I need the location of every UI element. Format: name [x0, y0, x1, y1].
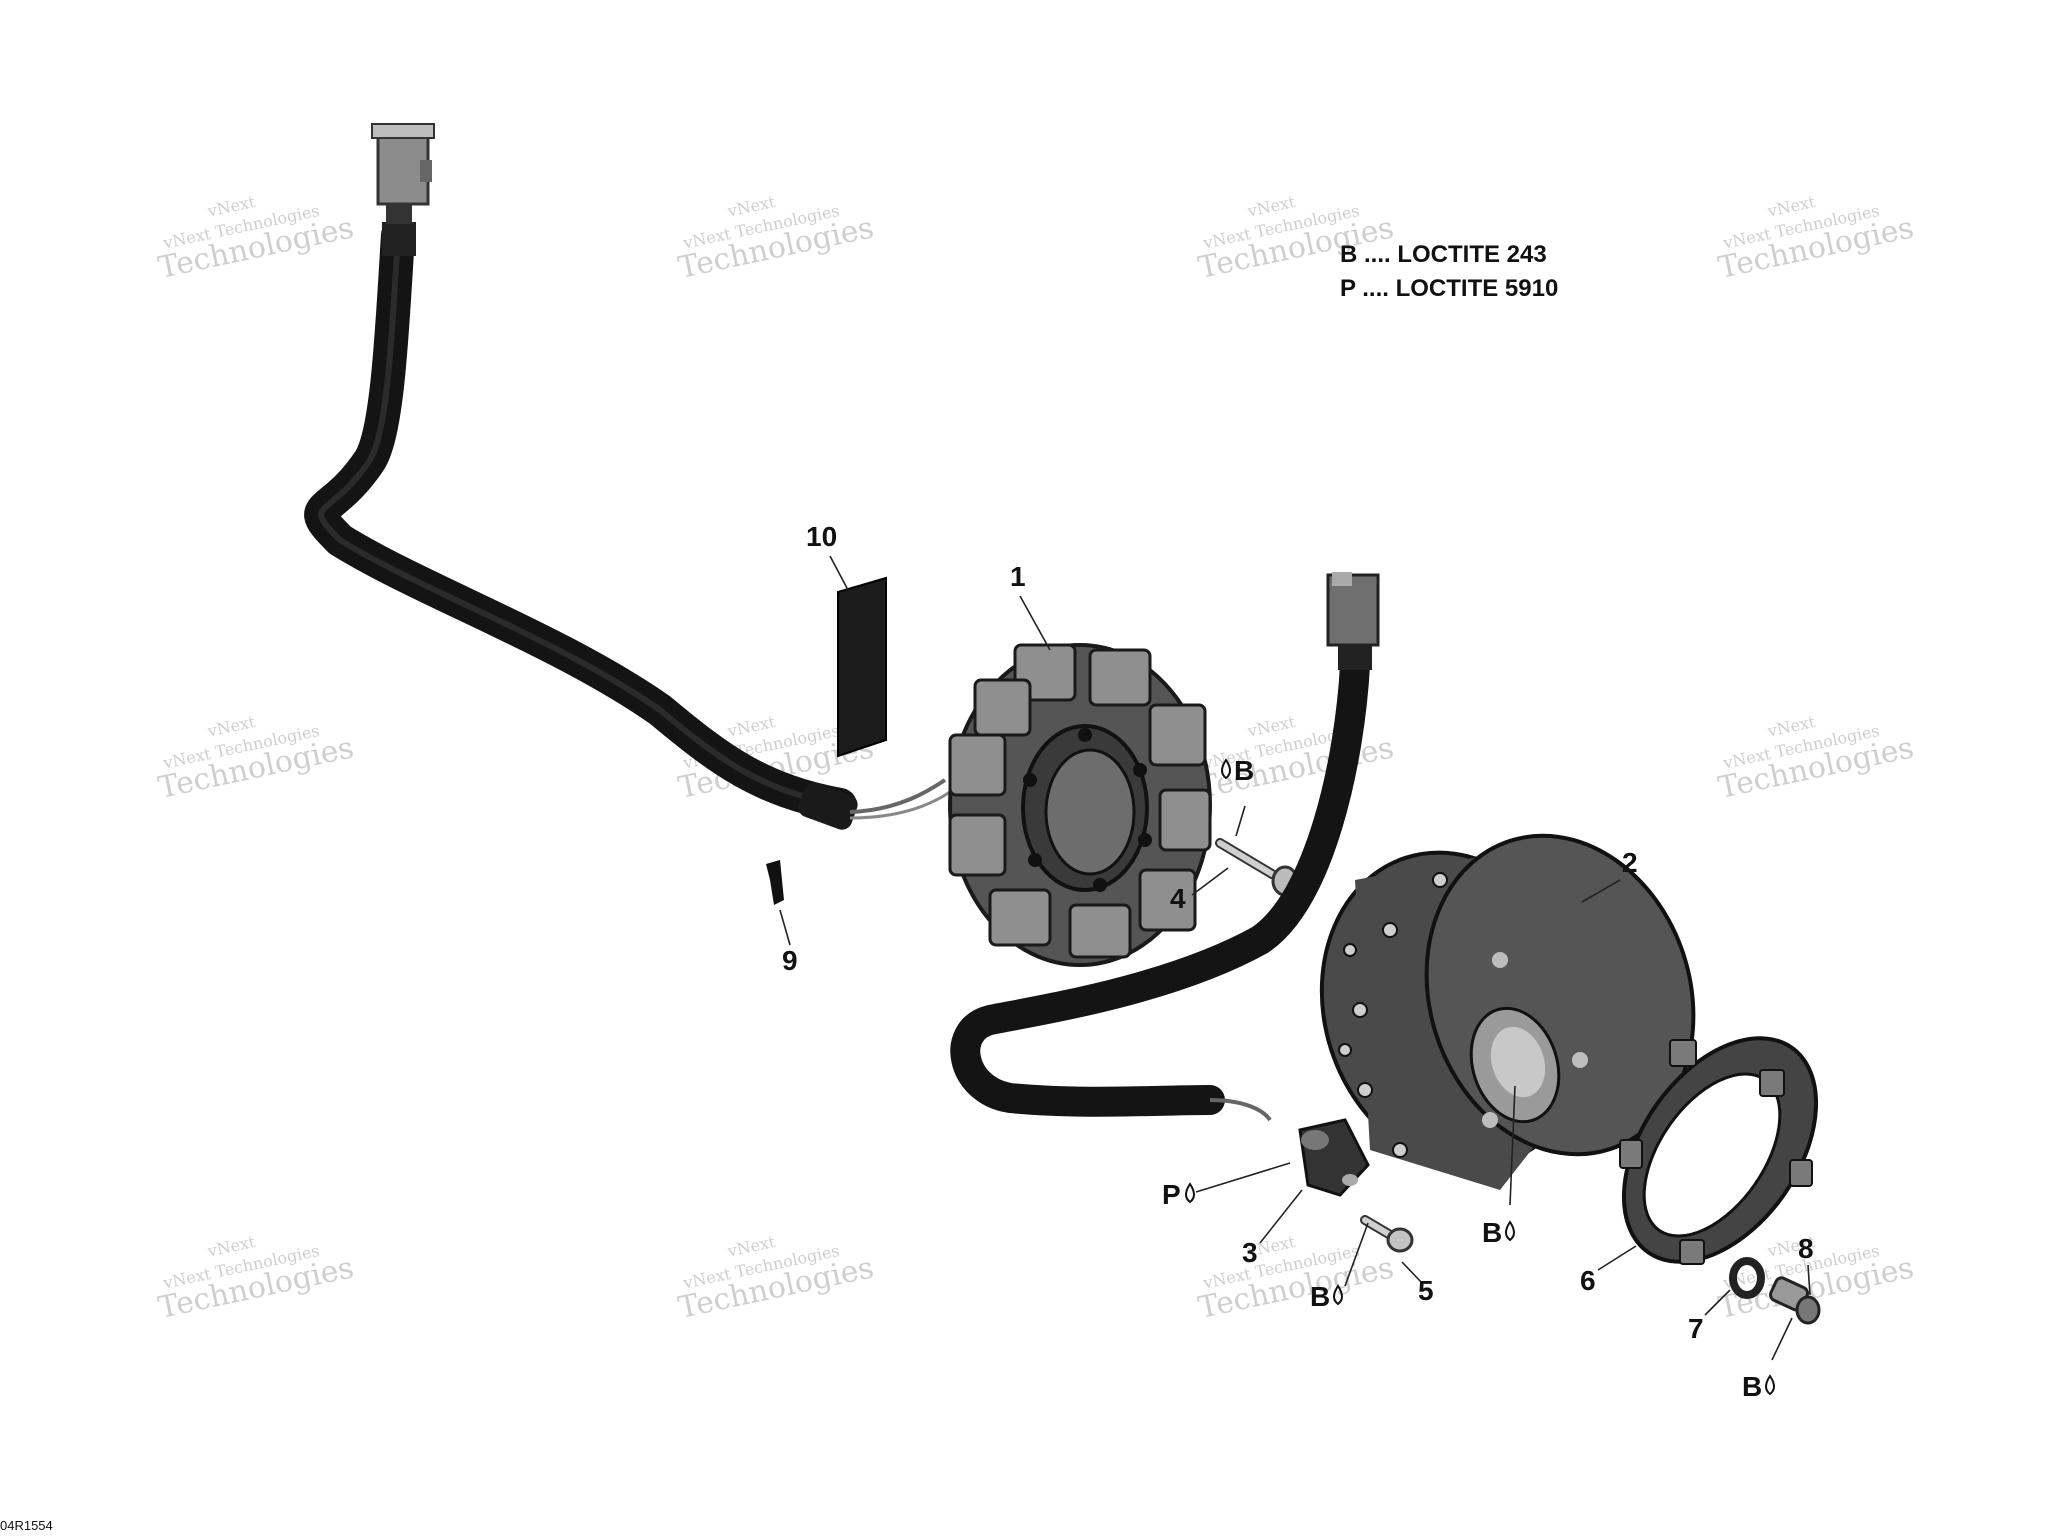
legend-line-p: P .... LOCTITE 5910 [1340, 275, 1558, 302]
callout-part-4: 4 [1170, 883, 1186, 914]
diagram-reference-code: 04R1554 [0, 1518, 53, 1533]
watermark: vNext vNext Technologies Technologies [155, 1232, 356, 1326]
insulation-pad [837, 576, 887, 758]
watermark: vNext vNext Technologies Technologies [675, 1232, 876, 1326]
marker-b-bolt-4: B [1221, 755, 1254, 786]
watermark: vNext vNext Technologies Technologies [1715, 192, 1916, 286]
sensor-screw [1360, 1215, 1414, 1253]
watermark: vNext vNext Technologies Technologies [675, 192, 876, 286]
trigger-ring [1619, 1036, 1819, 1265]
callout-part-9: 9 [782, 945, 798, 976]
watermark: vNext vNext Technologies Technologies [155, 712, 356, 806]
rotor-bolt [1768, 1276, 1821, 1325]
washer [1729, 1257, 1765, 1299]
callout-part-1: 1 [1010, 561, 1026, 592]
callout-part-8: 8 [1798, 1233, 1814, 1264]
marker-b-screw-5: B [1310, 1281, 1343, 1312]
watermark: vNext vNext Technologies Technologies [155, 192, 356, 286]
sensor-wiring-harness [950, 572, 1380, 1122]
stator [948, 643, 1212, 967]
leader-lines [779, 555, 1811, 1361]
stator-bolt [1215, 838, 1299, 897]
harness-connector [371, 123, 435, 256]
marker-b-bolt-8: B [1742, 1371, 1775, 1402]
callout-part-10: 10 [806, 521, 837, 552]
callout-part-5: 5 [1418, 1275, 1434, 1306]
callout-part-7: 7 [1688, 1313, 1704, 1344]
loctite-markers: B P B B B [1162, 755, 1775, 1402]
marker-p-label: P [1162, 1179, 1181, 1210]
wire-clip [766, 860, 784, 905]
rotor-flywheel [1319, 833, 1696, 1190]
watermark: vNext vNext Technologies Technologies [1195, 192, 1396, 286]
marker-b-rotor: B [1482, 1217, 1515, 1248]
callouts: 1 2 3 4 5 6 7 8 9 10 [782, 521, 1814, 1344]
watermark: vNext vNext Technologies Technologies [1715, 712, 1916, 806]
loctite-legend: B .... LOCTITE 243 P .... LOCTITE 5910 [1340, 241, 1558, 302]
legend-line-b: B .... LOCTITE 243 [1340, 241, 1547, 268]
callout-part-2: 2 [1622, 847, 1638, 878]
sensor-connector [1326, 572, 1380, 670]
stator-wiring-harness [304, 123, 951, 830]
marker-p-sensor: P [1162, 1179, 1195, 1210]
callout-part-6: 6 [1580, 1265, 1596, 1296]
marker-b-label: B [1310, 1281, 1330, 1312]
marker-b-label: B [1234, 755, 1254, 786]
marker-b-label: B [1482, 1217, 1502, 1248]
marker-b-label: B [1742, 1371, 1762, 1402]
position-sensor [1298, 1118, 1370, 1197]
callout-part-3: 3 [1242, 1237, 1258, 1268]
